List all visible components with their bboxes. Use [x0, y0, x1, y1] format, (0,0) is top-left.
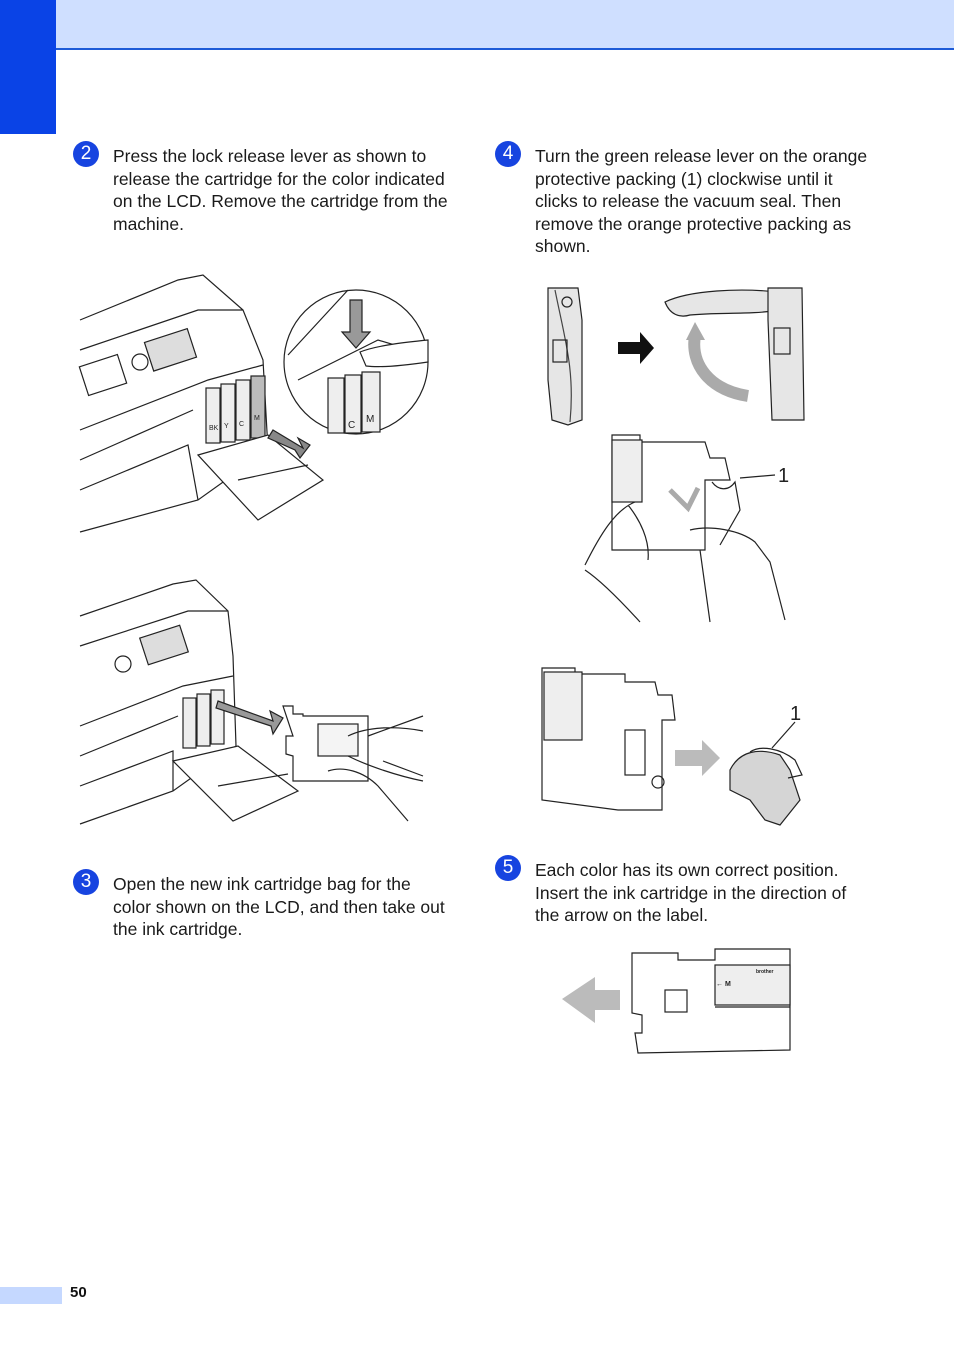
step-instruction: Each color has its own correct position.…: [535, 860, 847, 925]
zoom-slot-label: M: [366, 414, 374, 425]
callout-number: 1: [790, 703, 801, 725]
insert-cartridge-direction-illustration: ← M brother: [560, 945, 795, 1057]
cartridge-slot-label: C: [239, 421, 244, 428]
page-number: 50: [70, 1284, 87, 1301]
zoom-slot-label: C: [348, 420, 355, 431]
step-instruction: Turn the green release lever on the oran…: [535, 146, 868, 256]
chapter-tab: [0, 0, 56, 134]
step-instruction: Open the new ink cartridge bag for the c…: [113, 874, 445, 939]
remove-cartridge-illustration: [78, 576, 438, 828]
callout-number: 1: [778, 465, 789, 487]
step-instruction: Press the lock release lever as shown to…: [113, 146, 448, 234]
header-band: [0, 0, 954, 50]
remove-protective-packing-illustration: 1: [540, 660, 810, 832]
cartridge-color-label: ← M: [716, 981, 731, 988]
cartridge-slot-label: M: [254, 415, 260, 422]
cartridge-slot-label: Y: [224, 423, 229, 430]
step-number-badge: 4: [495, 141, 521, 167]
footer-bar: [0, 1287, 62, 1304]
printer-release-lever-illustration: BK Y C M C M: [78, 270, 438, 538]
turn-release-lever-illustration: 1: [540, 280, 830, 625]
brother-logo: brother: [756, 969, 774, 975]
step-number-badge: 5: [495, 855, 521, 881]
step-number-badge: 2: [73, 141, 99, 167]
step-number-badge: 3: [73, 869, 99, 895]
cartridge-slot-label: BK: [209, 425, 219, 432]
